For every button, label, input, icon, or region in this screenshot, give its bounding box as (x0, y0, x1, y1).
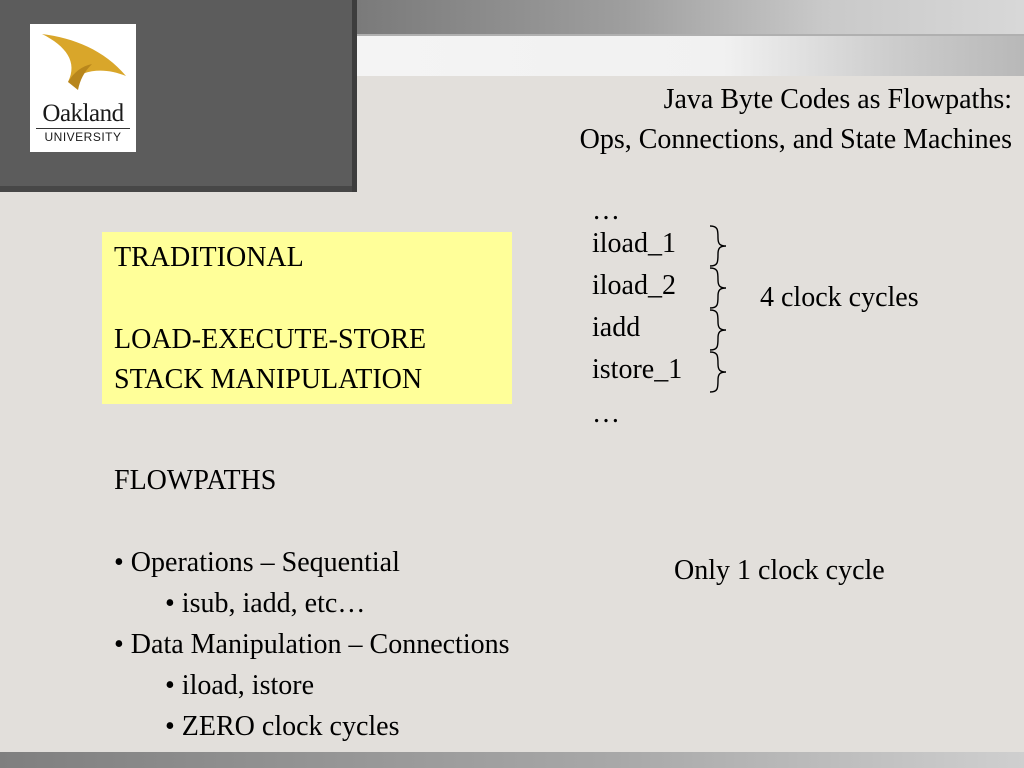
bytecode-line: iload_1 (592, 228, 676, 259)
bytecode-line: … (592, 195, 620, 226)
header-panel-shadow (0, 186, 356, 192)
university-logo: Oakland UNIVERSITY (30, 24, 136, 152)
right-brace-icon (709, 351, 727, 393)
four-clock-cycles-label: 4 clock cycles (760, 282, 919, 313)
slide-title-line1: Java Byte Codes as Flowpaths: (663, 84, 1012, 115)
header-stripe-dark (357, 0, 1024, 36)
logo-name-line1: Oakland (42, 100, 124, 127)
bytecode-line: iload_2 (592, 270, 676, 301)
right-brace-icon (709, 225, 727, 267)
traditional-heading: TRADITIONAL (114, 242, 304, 273)
traditional-line1: LOAD-EXECUTE-STORE (114, 324, 427, 355)
logo-divider (36, 128, 130, 129)
flowpaths-item-operations: • Operations – Sequential (114, 547, 400, 578)
oakland-logo-icon (42, 34, 126, 90)
flowpaths-subitem-ops: • isub, iadd, etc… (165, 588, 366, 619)
flowpaths-subitem-zero-cycles: • ZERO clock cycles (165, 711, 400, 742)
flowpaths-item-data-manipulation: • Data Manipulation – Connections (114, 629, 510, 660)
one-clock-cycle-label: Only 1 clock cycle (674, 555, 885, 586)
traditional-line2: STACK MANIPULATION (114, 364, 423, 395)
right-brace-icon (709, 309, 727, 351)
footer-bar (0, 752, 1024, 768)
bytecode-line: iadd (592, 312, 641, 343)
right-brace-icon (709, 267, 727, 309)
flowpaths-subitem-load-store: • iload, istore (165, 670, 314, 701)
bytecode-line: istore_1 (592, 354, 683, 385)
slide-title: Java Byte Codes as Flowpaths: Ops, Conne… (580, 80, 1012, 160)
bytecode-line: … (592, 398, 620, 429)
header-stripe-divider (357, 34, 1024, 37)
traditional-box: TRADITIONAL LOAD-EXECUTE-STORE STACK MAN… (102, 232, 512, 404)
flowpaths-heading: FLOWPATHS (114, 465, 277, 496)
slide-title-line2: Ops, Connections, and State Machines (579, 124, 1012, 155)
logo-name-line2: UNIVERSITY (44, 130, 122, 144)
header-panel-edge (352, 0, 357, 192)
header-stripe-light (357, 36, 1024, 76)
